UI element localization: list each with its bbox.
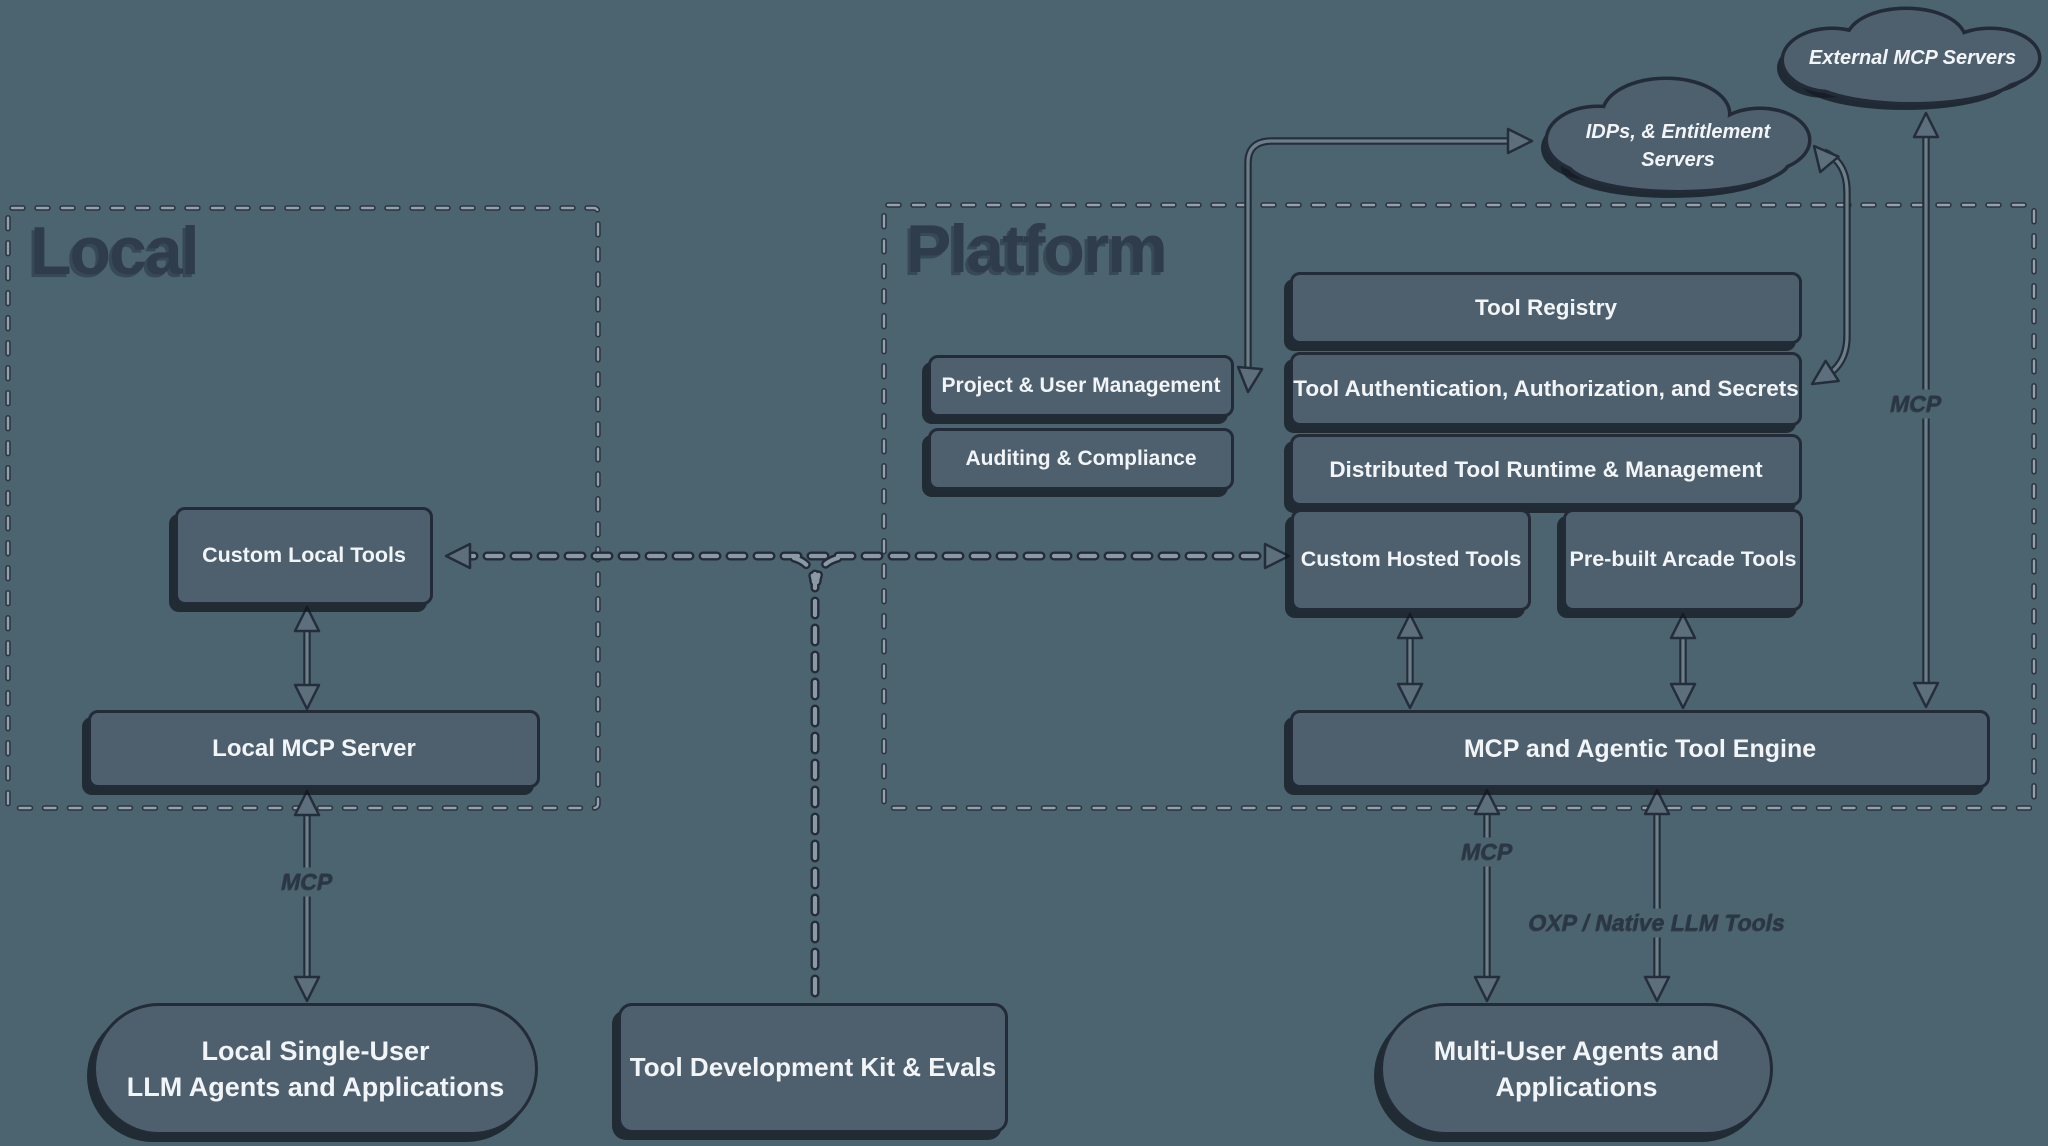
local-mcp-server-label: Local MCP Server — [212, 735, 416, 763]
tool-registry-label: Tool Registry — [1474, 295, 1618, 321]
multi-user-line2: Applications — [1495, 1072, 1658, 1102]
local-agents-line2: LLM Agents and Applications — [126, 1072, 505, 1102]
auditing-compliance-box: Auditing & Compliance — [928, 428, 1234, 490]
arrow-idp-toolauth — [1810, 144, 1851, 386]
idp-cloud-label-line2: Servers — [1641, 149, 1715, 171]
tool-auth-box: Tool Authentication, Authorization, and … — [1290, 352, 1802, 426]
arrow-engine-multiuser-oxp — [1643, 788, 1671, 1003]
platform-section-label: Platform — [906, 211, 1168, 287]
tool-registry-box: Tool Registry — [1290, 272, 1802, 344]
edge-label-local-mcp: MCP — [275, 867, 339, 897]
custom-local-tools-box: Custom Local Tools — [175, 507, 433, 605]
prebuilt-arcade-tools-box: Pre-built Arcade Tools — [1563, 509, 1803, 611]
custom-hosted-tools-label: Custom Hosted Tools — [1300, 547, 1522, 572]
tdk-label: Tool Development Kit & Evals — [629, 1052, 997, 1083]
edge-label-external-mcp: MCP — [1884, 389, 1948, 419]
edge-label-multi-mcp: MCP — [1455, 837, 1519, 867]
dashed-tools-connector — [444, 542, 1291, 1005]
arrow-engine-multiuser-mcp — [1473, 788, 1501, 1003]
idp-cloud-label: IDPs, & Entitlement Servers — [1558, 118, 1798, 174]
runtime-box: Distributed Tool Runtime & Management — [1290, 434, 1802, 506]
auditing-compliance-label: Auditing & Compliance — [965, 447, 1197, 471]
mcp-agentic-engine-box: MCP and Agentic Tool Engine — [1290, 710, 1990, 788]
tool-auth-label: Tool Authentication, Authorization, and … — [1293, 376, 1799, 402]
local-mcp-server-box: Local MCP Server — [88, 710, 540, 788]
arrow-project-idp — [1236, 127, 1534, 394]
custom-hosted-tools-box: Custom Hosted Tools — [1291, 509, 1531, 611]
idp-cloud-label-line1: IDPs, & Entitlement — [1585, 121, 1771, 143]
local-agents-line1: Local Single-User — [201, 1035, 430, 1066]
arrow-hosted-engine — [1396, 612, 1424, 710]
project-user-mgmt-label: Project & User Management — [941, 374, 1221, 398]
idp-cloud — [1541, 76, 1812, 198]
edge-label-oxp: OXP / Native LLM Tools — [1522, 908, 1792, 938]
multi-user-line1: Multi-User Agents and — [1433, 1035, 1720, 1066]
local-section-label: Local — [30, 213, 200, 289]
local-agents-pill: Local Single-User LLM Agents and Applica… — [93, 1003, 538, 1135]
external-mcp-cloud-label: External MCP Servers — [1808, 47, 2017, 69]
tdk-box: Tool Development Kit & Evals — [618, 1003, 1008, 1133]
custom-local-tools-label: Custom Local Tools — [202, 543, 406, 568]
arrow-prebuilt-engine — [1669, 612, 1697, 710]
multi-user-pill: Multi-User Agents and Applications — [1380, 1003, 1773, 1135]
external-mcp-cloud — [1777, 6, 2042, 110]
arrow-customlocal-localmcp — [293, 605, 321, 711]
project-user-mgmt-box: Project & User Management — [928, 355, 1234, 417]
runtime-label: Distributed Tool Runtime & Management — [1329, 457, 1763, 483]
prebuilt-arcade-tools-label: Pre-built Arcade Tools — [1569, 547, 1797, 572]
mcp-agentic-engine-label: MCP and Agentic Tool Engine — [1463, 734, 1817, 763]
